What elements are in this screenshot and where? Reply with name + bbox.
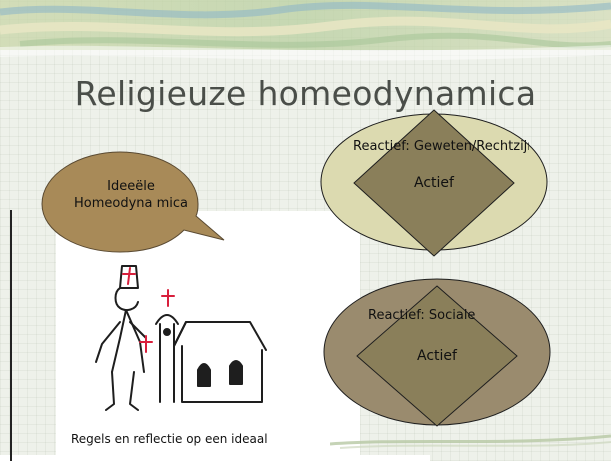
bishop-and-church-sketch [95, 265, 267, 411]
decorative-brush-stroke [330, 434, 611, 449]
panel-left-border [10, 210, 12, 461]
reactive-label-bottom-text: Reactief: Sociale [368, 308, 476, 323]
active-diamond-top [353, 109, 515, 257]
reactive-label-top: Reactief: Geweten/Rechtzijn [353, 139, 529, 155]
active-label-top: Actief [414, 175, 454, 191]
speech-bubble [41, 151, 225, 253]
reactive-label-bottom: Reactief: Sociale [368, 308, 516, 324]
reactive-label-top-text: Reactief: Geweten/Rechtzijn [353, 139, 529, 154]
sketch-panel [56, 211, 360, 461]
speech-bubble-label: Ideeële Homeodyna mica [73, 179, 189, 211]
decorative-brush-band [0, 0, 611, 61]
slide-title: Religieuze homeodynamica [74, 74, 537, 113]
sketch-caption: Regels en reflectie op een ideaal [71, 432, 268, 446]
active-label-bottom: Actief [417, 348, 457, 364]
panel-bottom-edge [0, 455, 430, 461]
active-diamond-bottom [356, 285, 518, 427]
